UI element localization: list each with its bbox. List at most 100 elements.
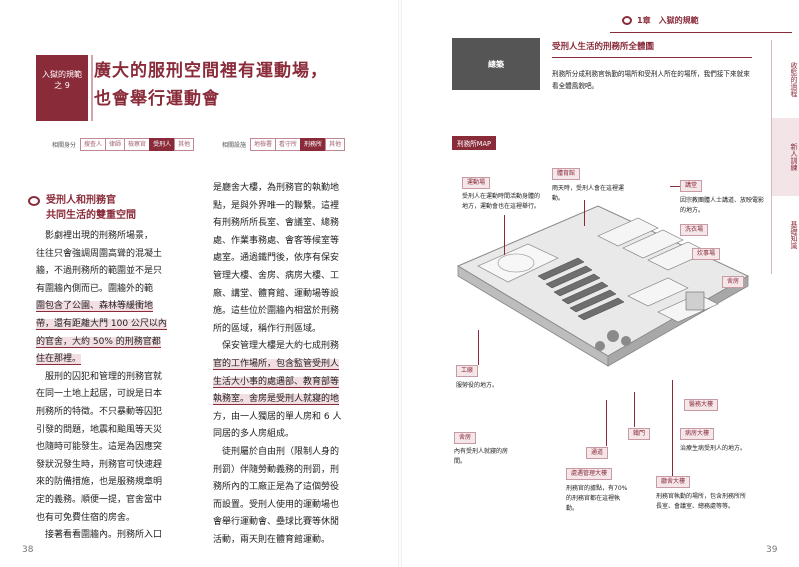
heading-line-2: 共同生活的雙重空間 [46,210,136,221]
text-line: 往往只會強調周圍高聳的混凝土 [36,248,163,259]
leader-line [672,380,673,476]
facility-tag-active: 刑務所 [300,137,327,151]
chapter-title-block: 入獄的規範 之 9 廣大的服刑空間裡有運動場， 也會舉行運動會 [36,55,356,121]
text-line: 執務室。舍房是受刑人就寢的地 [213,391,361,409]
text-line: 同居的多人房組成。 [213,429,295,440]
heading-line-1: 受刑人和刑務官 [46,195,116,206]
text-line: 刑務所的特徵。不只暴動等囚犯 [36,406,163,417]
label-laundry: 洗衣場 [680,224,709,236]
dormitory-blocks [537,257,625,321]
text-line: 官的工作場所，包含監管受刑人 [213,356,361,374]
highlighted-text: 住在那裡。 [36,354,82,366]
text-line: 住在那裡。 [36,351,194,369]
map-title: 刑務所MAP [452,136,496,150]
label-auditorium: 講堂 [680,180,703,192]
desc-auditorium: 因宗教團體人士講道、放映電影的地方。 [680,197,765,214]
text-line: 也隨時可能發生。這是為因應突 [36,442,163,453]
left-page: 入獄的規範 之 9 廣大的服刑空間裡有運動場， 也會舉行運動會 相關身分 搜查人… [22,55,361,555]
concept-rule [552,57,752,58]
text-line: 保安管理大樓是大約七成刑務 [213,341,340,352]
role-tag-active: 受刑人 [149,137,176,151]
body-column-2: 是廳舍大樓，為刑務官的執勤地 點，是與外界唯一的聯繫。這裡 有刑務所所長室、會議… [213,180,361,549]
text-line: 方，由一人獨居的單人房和 6 人 [213,411,342,422]
text-line: 服刑的囚犯和管理的刑務官就 [36,371,163,382]
role-tag: 其他 [174,137,195,151]
text-line: 點，是與外界唯一的聯繫。這裡 [213,200,340,211]
desc-ward: 治療生病受刑人的地方。 [680,445,747,452]
text-line: 圍包含了公園、森林等緩衝地 [36,298,194,316]
label-factory: 工廠 [456,365,479,377]
highlighted-text: 官的工作場所，包含監管受刑人 [213,358,340,370]
chapter-header: 1章 入獄的規範 [622,10,782,30]
text-line: 施。這些位於圍牆內相當於刑務 [213,306,340,317]
text-line: 會舉行運動會、壘球比賽等休閒 [213,517,340,528]
text-line: 廠、講堂、體育館、運動場等設 [213,288,340,299]
facility-tag: 看守所 [275,137,302,151]
title-divider [91,55,93,121]
related-roles-label: 相關身分 [52,141,77,149]
highlighted-text: 圍包含了公園、森林等緩衝地 [36,301,154,313]
playground-area [477,243,559,283]
title-line-1: 廣大的服刑空間裡有運動場， [94,61,328,81]
section-heading: 受刑人和刑務官 共同生活的雙重空間 [28,193,200,223]
desc-gym: 雨天時，受刑人會在這裡運動。 [552,185,625,202]
related-facilities-row: 相關設施 地檢署 看守所 刑務所 其他 [222,136,346,152]
text-line: 生活大小事的處遇部、教育部等 [213,374,361,392]
text-line: 定的義務。順便一提，官舍當中 [36,494,163,505]
text-line: 有圍牆內側而已。圍牆外的範 [36,283,154,294]
text-line: 而設置。受刑人使用的運動場也 [213,499,340,510]
label-hospital: 醫務大樓 [684,399,719,411]
leader-line [634,392,635,427]
section-number: 之 9 [54,81,70,90]
text-line: 活動，兩天則在體育館運動。 [213,534,331,545]
leader-line [606,400,607,446]
gender-symbol-icon [622,15,632,25]
highlighted-text: 帶，還有距離大門 100 公尺以內 [36,318,167,330]
leader-line [584,200,585,226]
desc-playground: 受刑人在運動時間活動身體的地方，運動會也在這裡舉行。 [462,193,541,210]
chapter-header-text: 1章 入獄的規範 [637,15,699,25]
book-gutter [398,0,402,567]
text-line: 牆，不過刑務所的範圍並不是只 [36,266,163,277]
text-line: 所的區域，稱作行刑區域。 [213,323,322,334]
label-gym: 體育館 [552,168,581,180]
facility-tag: 地檢署 [250,137,277,151]
text-line: 徒刑屬於自由刑（限制人身的 [213,446,340,457]
text-line: 處、作業事務處、會客等候室等 [213,235,340,246]
label-security-building: 處遇管理大樓 [566,468,613,480]
side-tab-basics[interactable]: 基礎知識 [771,196,799,274]
text-line: 引發的問題，地震和颱風等天災 [36,424,163,435]
text-line: 接著看看圍牆內。刑務所入口 [36,530,163,541]
trees [595,330,631,351]
text-line: 處室。通過鐵門後，依序有保安 [213,253,340,264]
hospital-building [685,291,705,311]
role-tag: 律師 [105,137,126,151]
concept-title: 受刑人生活的刑務所全體圖 [552,42,655,52]
desc-security-building: 刑務官的據點，有70%的刑務官都在這裡執勤。 [566,485,628,512]
leader-line [504,215,505,255]
text-line: 是廳舍大樓，為刑務官的執勤地 [213,183,340,193]
title-line-2: 也會舉行運動會 [94,89,220,109]
label-kitchen: 炊事場 [692,248,721,260]
text-line: 在同一土地上起居，可說是日本 [36,389,163,400]
leader-line [478,330,479,365]
section-number-box: 入獄的規範 之 9 [36,55,88,121]
page-title: 廣大的服刑空間裡有運動場， 也會舉行運動會 [94,57,364,113]
leader-line [670,186,680,187]
label-dorm-left: 舍房 [454,432,477,444]
label-corridor: 通道 [586,447,609,459]
side-tab-intake[interactable]: 收監的過程 [771,40,799,118]
gender-symbol-icon [28,196,40,206]
label-ward: 病房大樓 [680,428,715,440]
role-tag: 搜查人 [80,137,107,151]
text-line: 來的防備措施，也是服務規章明 [36,477,163,488]
text-line: 發狀況發生時，刑務官可快速趕 [36,459,163,470]
role-tag: 檢察官 [124,137,151,151]
text-line: 的官舍，大約 50% 的刑務官都 [36,334,194,352]
facility-tag: 其他 [325,137,346,151]
side-tab-orientation[interactable]: 新人訓練 [771,118,799,196]
text-line: 務所內的工廠正是為了這個勞役 [213,482,340,493]
desc-admin-building: 刑務官執勤的場所，包含刑務所所長室、會議室、總務處等等。 [656,493,747,510]
text-line: 帶，還有距離大門 100 公尺以內 [36,316,194,334]
